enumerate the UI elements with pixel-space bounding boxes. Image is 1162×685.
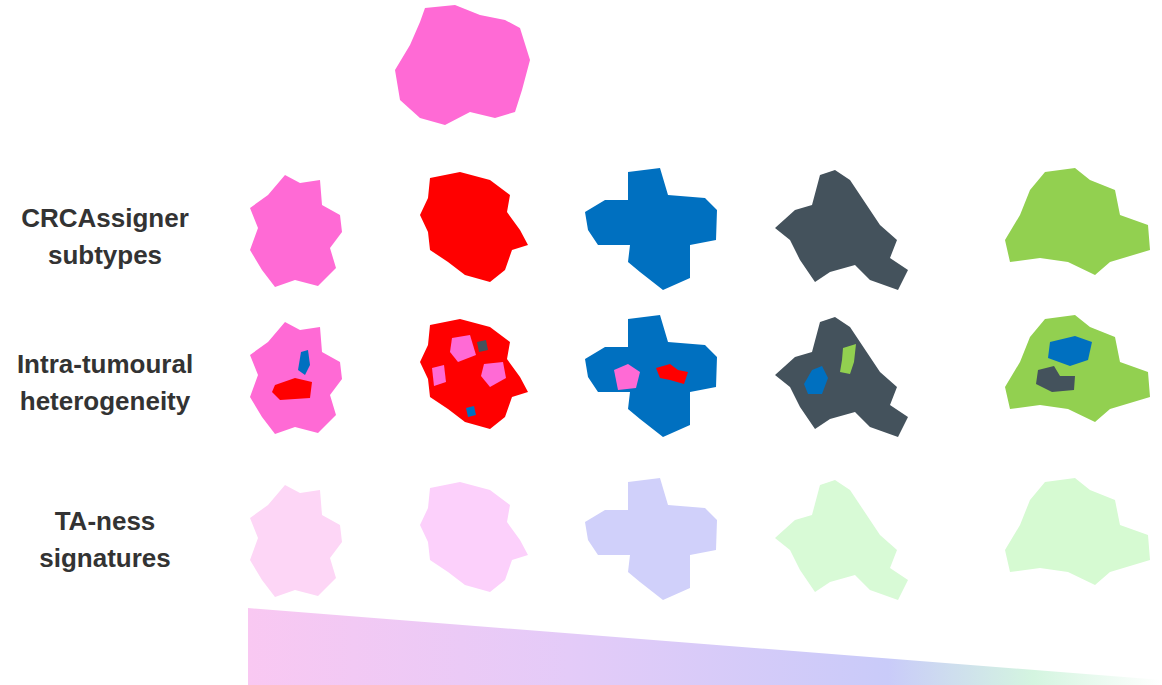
row-label: Intra-tumoural heterogeneity xyxy=(5,346,205,420)
top-tumour xyxy=(395,5,530,125)
row-label: TA-ness signatures xyxy=(5,503,205,577)
row-label: CRCAssigner subtypes xyxy=(5,200,205,274)
heterogeneity-row xyxy=(250,315,1150,437)
ta-ness-row xyxy=(250,478,1150,600)
subtype-row xyxy=(250,168,1150,290)
gradient-wedge xyxy=(248,608,1162,685)
